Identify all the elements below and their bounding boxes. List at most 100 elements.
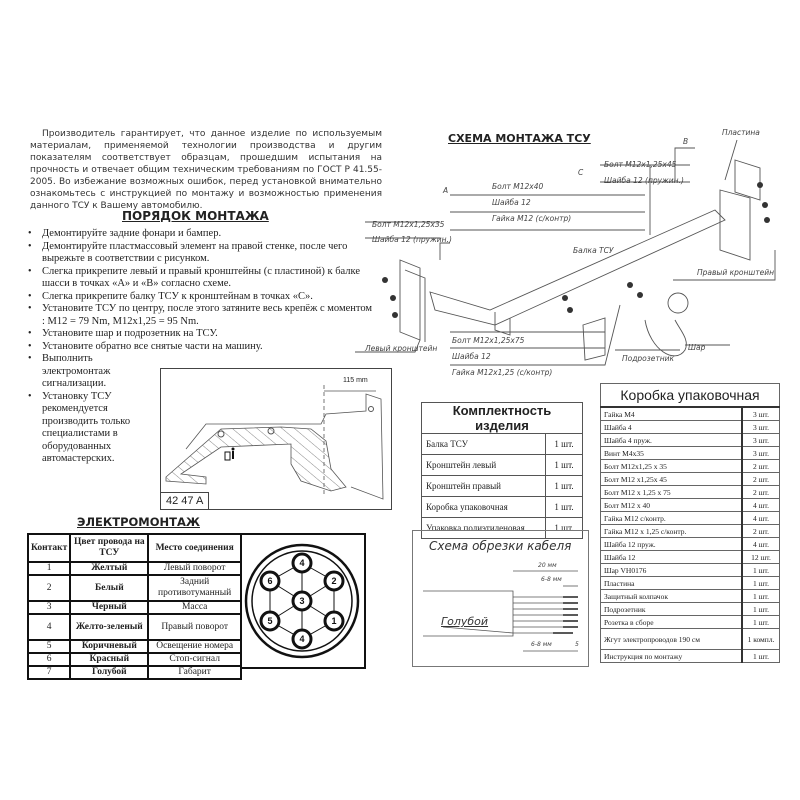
- callout-beam: Балка ТСУ: [573, 246, 614, 255]
- destination: Левый поворот: [147, 561, 242, 576]
- svg-text:6: 6: [267, 576, 272, 586]
- item-qty: 1 шт.: [741, 615, 780, 629]
- wire-color: Коричневый: [69, 639, 150, 654]
- assembly-steps: Демонтируйте задние фонари и бампер. Дем…: [28, 228, 373, 466]
- pin: 1: [26, 561, 72, 576]
- item-name: Жгут электропроводов 190 см: [600, 628, 743, 650]
- item-name: Розетка в сборе: [600, 615, 743, 629]
- callout-left-bracket: Левый кронштейн: [365, 344, 438, 353]
- callout-c-bolt: Болт М12х40: [492, 182, 544, 191]
- callout-a-bolt: Болт М12х1,25х35: [372, 220, 445, 229]
- point-a-label: A: [443, 186, 449, 195]
- wire-color: Черный: [69, 600, 150, 615]
- item-name: Болт М12 х 1,25 х 75: [600, 485, 743, 499]
- item-name: Гайка М12 х 1,25 с/контр.: [600, 524, 743, 538]
- point-b-label: B: [683, 137, 689, 146]
- item-name: Упаковка полиэтиленовая: [421, 517, 546, 539]
- callout-c-washer: Шайба 12: [492, 198, 531, 207]
- step: Демонтируйте пластмассовый элемент на пр…: [28, 241, 373, 266]
- item-qty: 2 шт.: [741, 485, 780, 499]
- item-qty: 3 шт.: [741, 433, 780, 447]
- destination: Задний противотуманный: [147, 574, 242, 602]
- step: Выполнить электромонтаж сигнализации.: [28, 353, 152, 391]
- item-name: Шайба 12: [600, 550, 743, 564]
- step: Установите обратно все снятые части на м…: [28, 341, 373, 354]
- destination: Стоп-сигнал: [147, 652, 242, 667]
- cable-cut-diagram: Схема обрезки кабеля 20 мм 6-8 мм 6-8 мм…: [412, 530, 589, 667]
- point-c-label: C: [578, 168, 584, 177]
- wiring-table: Контакт Цвет провода на ТСУ Место соедин…: [26, 533, 242, 680]
- step: Слегка прикрепите левый и правый кронште…: [28, 266, 373, 291]
- item-qty: 4 шт.: [741, 498, 780, 512]
- svg-text:3: 3: [299, 596, 304, 606]
- wire-label: Голубой: [441, 615, 489, 628]
- callout-bottom-nut: Гайка М12х1,25 (с/контр): [452, 368, 553, 377]
- trash-icon: [224, 447, 235, 461]
- item-qty: 2 шт.: [741, 459, 780, 473]
- kit-title: Комплектность изделия: [421, 402, 583, 434]
- item-name: Шар VH0176: [600, 563, 743, 577]
- step: Слегка прикрепите балку ТСУ к кронштейна…: [28, 291, 373, 304]
- item-name: Кронштейн правый: [421, 475, 546, 497]
- callout-ball: Шар: [688, 343, 706, 352]
- electro-title: ЭЛЕКТРОМОНТАЖ: [77, 515, 200, 529]
- wire-color: Желтый: [69, 561, 150, 576]
- item-qty: 4 шт.: [741, 511, 780, 525]
- pin: 3: [26, 600, 72, 615]
- callout-socket-plate: Подрозетник: [622, 354, 675, 363]
- item-qty: 1 шт.: [545, 496, 583, 518]
- item-name: Болт М12х1,25 х 35: [600, 459, 743, 473]
- table-row: Шайба 4 пруж.3 шт.: [600, 433, 780, 447]
- dim-total: 20 мм: [538, 562, 557, 569]
- item-qty: 1 шт.: [741, 563, 780, 577]
- figure-code: 42 47 A: [161, 492, 210, 509]
- col-destination: Место соединения: [147, 533, 242, 563]
- callout-plate: Пластина: [722, 128, 760, 137]
- item-qty: 2 шт.: [741, 524, 780, 538]
- item-qty: 4 шт.: [741, 537, 780, 551]
- svg-text:2: 2: [331, 576, 336, 586]
- item-name: Болт М12 х 40: [600, 498, 743, 512]
- wire-color: Красный: [69, 652, 150, 667]
- callout-right-bracket: Правый кронштейн: [697, 268, 775, 277]
- item-qty: 1 компл.: [741, 628, 780, 650]
- step: Установите ТСУ по центру, после этого за…: [28, 303, 373, 328]
- item-qty: 1 шт.: [545, 433, 583, 455]
- item-name: Защитный колпачок: [600, 589, 743, 603]
- item-name: Балка ТСУ: [421, 433, 546, 455]
- wire-color: Белый: [69, 574, 150, 602]
- pin: 2: [26, 574, 72, 602]
- item-name: Шайба 12 пруж.: [600, 537, 743, 551]
- item-qty: 1 шт.: [741, 576, 780, 590]
- item-name: Гайка М4: [600, 406, 743, 421]
- item-qty: 1 шт.: [545, 517, 583, 539]
- item-name: Шайба 4 пруж.: [600, 433, 743, 447]
- warranty-text: Производитель гарантирует, что данное из…: [30, 129, 382, 211]
- callout-a-washer: Шайба 12 (пружин.): [372, 235, 452, 244]
- dim-strip: 6-8 мм: [541, 576, 562, 583]
- item-name: Инструкция по монтажу: [600, 649, 743, 663]
- destination: Габарит: [147, 665, 242, 680]
- destination: Масса: [147, 600, 242, 615]
- callout-b-bolt: Болт М12х1,25х45: [604, 160, 677, 169]
- svg-text:4: 4: [299, 558, 304, 568]
- cut-drawing: [165, 385, 384, 500]
